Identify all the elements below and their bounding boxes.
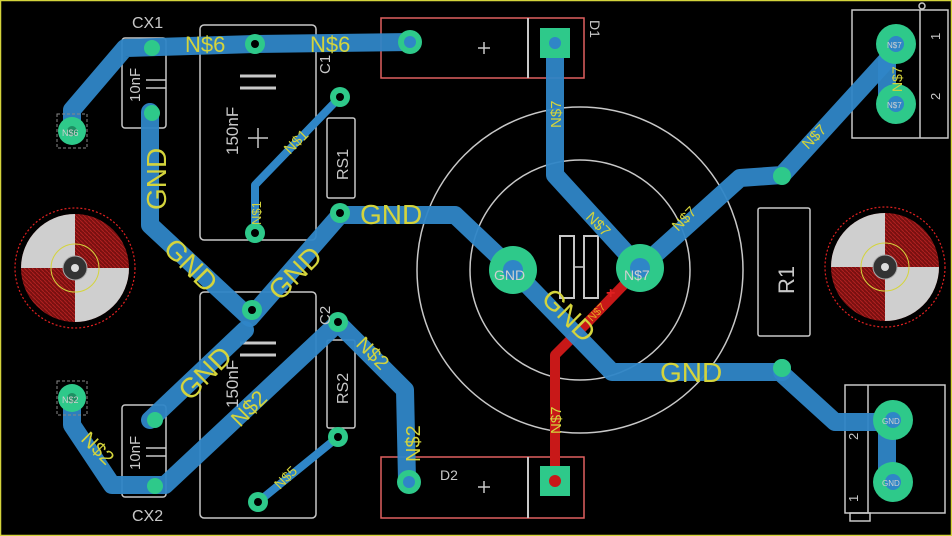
trace-n5	[254, 433, 342, 506]
label-c1-name: C1	[317, 55, 334, 74]
pad-c1-2[interactable]	[245, 223, 265, 243]
net-label-n6-a: N$6	[185, 32, 225, 57]
label-rs1-name: RS1	[335, 149, 352, 180]
label-conn-top-pin1: 1	[928, 33, 943, 40]
center-capacitor-outline	[559, 235, 599, 299]
pad-label-gnd-conn-2: GND	[882, 479, 900, 488]
net-label-gnd-left-vert: GND	[141, 148, 172, 210]
trace-n2	[63, 314, 416, 494]
pad-r1-1[interactable]	[773, 167, 791, 185]
pad-label-n2-cx2: N$2	[62, 395, 79, 405]
pad-c1-1[interactable]	[245, 34, 265, 54]
pad-c2-2[interactable]	[248, 492, 268, 512]
pad-cx2-1[interactable]	[56, 380, 88, 416]
trace-gnd-left	[141, 321, 254, 429]
pad-cx1-1[interactable]	[56, 113, 88, 149]
pad-conn-top-2[interactable]	[876, 84, 916, 124]
net-label-n1-vert: N$1	[249, 201, 264, 225]
mounting-hole-left	[14, 207, 136, 329]
pad-cx2-2[interactable]	[147, 412, 163, 428]
label-cx1-value: 10nF	[127, 68, 144, 102]
net-label-n7-bottom: N$7	[548, 406, 565, 434]
pad-label-n7-conn-2: N$7	[887, 101, 902, 110]
pad-cx1-2[interactable]	[144, 40, 160, 56]
net-label-gnd-horiz: GND	[360, 199, 422, 230]
pad-c2-1[interactable]	[242, 300, 262, 320]
net-label-gnd-bottom: GND	[660, 357, 722, 388]
d2-outline	[380, 456, 585, 519]
pad-label-gnd-center: GND	[494, 267, 525, 283]
net-label-n7-vert: N$7	[548, 100, 565, 128]
pad-label-gnd-conn: GND	[882, 417, 900, 426]
pad-rs1-2[interactable]	[330, 203, 350, 223]
pad-rs2-1[interactable]	[328, 312, 348, 332]
pad-label-n7-conn: N$7	[887, 41, 902, 50]
pad-d2-cathode[interactable]	[540, 466, 570, 496]
connector-top-outline	[851, 2, 949, 139]
pad-rs2-2[interactable]	[328, 427, 348, 447]
pad-d1-cathode[interactable]	[540, 28, 570, 58]
net-label-n6-b: N$6	[310, 32, 350, 57]
pad-conn-bot-1[interactable]	[873, 400, 913, 440]
pad-cx2-3[interactable]	[147, 478, 163, 494]
r1-outline	[757, 207, 811, 337]
mounting-hole-right	[824, 206, 946, 328]
plus-marker-center: +	[606, 285, 615, 302]
label-cx1-name: CX1	[132, 15, 163, 32]
heatsink-outline-outer	[416, 106, 744, 434]
pad-label-n7-center: N$7	[624, 267, 650, 283]
pad-r1-2[interactable]	[773, 359, 791, 377]
label-d1-name: D1	[587, 20, 603, 38]
trace-n7-top	[546, 33, 896, 277]
heatsink-outline-inner	[469, 159, 691, 381]
label-cx2-name: CX2	[132, 508, 163, 525]
label-conn-bot-pin2: 2	[846, 433, 861, 440]
trace-n1	[251, 93, 344, 237]
trace-gnd-main	[141, 103, 896, 431]
connector-bottom-outline	[844, 384, 946, 522]
label-c1-value: 150nF	[223, 107, 242, 155]
label-c2-value: 150nF	[223, 360, 242, 408]
label-conn-top-pin2: 2	[928, 93, 943, 100]
net-label-n2-d: N$2	[403, 425, 425, 462]
rs1-outline	[326, 117, 356, 199]
label-conn-bot-pin1: 1	[846, 495, 861, 502]
pad-label-n6-cx1: N$6	[62, 128, 79, 138]
c2-outline	[199, 291, 317, 519]
label-c2-name: C2	[317, 306, 334, 325]
label-r1-name: R1	[774, 266, 799, 294]
pad-rs1-1[interactable]	[330, 87, 350, 107]
pad-d1-anode[interactable]	[398, 30, 422, 54]
pad-center-gnd[interactable]	[489, 246, 537, 294]
label-rs2-name: RS2	[335, 373, 352, 404]
pad-d2-anode[interactable]	[397, 470, 421, 494]
conn-top-label-n7-vert: N$7	[889, 66, 905, 92]
trace-n6	[63, 33, 421, 139]
pad-center-n7[interactable]	[616, 244, 664, 292]
pad-cx1-3[interactable]	[144, 105, 160, 121]
label-d2-name: D2	[440, 467, 458, 483]
pad-conn-top-1[interactable]	[876, 24, 916, 64]
cx2-outline	[121, 404, 167, 498]
pad-conn-bot-2[interactable]	[873, 462, 913, 502]
label-cx2-value: 10nF	[127, 436, 144, 470]
